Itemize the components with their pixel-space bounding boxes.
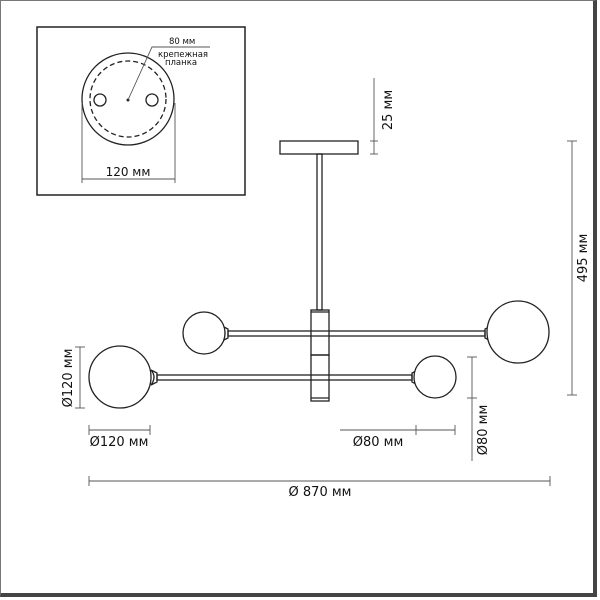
- screw-hole-right: [145, 93, 159, 107]
- globe-small-upper: [182, 311, 226, 355]
- canopy-height: 25 мм: [381, 90, 396, 130]
- dimensions: 25 мм 495 мм Ø120 мм Ø120 мм Ø80 мм Ø80 …: [61, 78, 591, 500]
- globe-large-lower: [88, 345, 152, 409]
- total-height: 495 мм: [576, 234, 591, 283]
- upper-arm: [227, 330, 486, 337]
- total-width: Ø 870 мм: [289, 485, 352, 500]
- large-globe-horizontal: Ø120 мм: [90, 435, 149, 450]
- hub-lower: [310, 354, 330, 402]
- large-globe-vertical: Ø120 мм: [61, 349, 76, 408]
- socket: [150, 369, 158, 386]
- canopy: [279, 140, 359, 155]
- lower-arm: [156, 374, 413, 381]
- hub-upper: [310, 309, 330, 356]
- canopy-outline: [81, 52, 175, 146]
- screw-hole-left: [93, 93, 107, 107]
- small-globe-vertical: Ø80 мм: [476, 405, 491, 456]
- canopy-inset: 80 мм крепежная планка 120 мм: [36, 26, 246, 196]
- globe-large-upper: [486, 300, 550, 364]
- leader-line: [127, 46, 210, 101]
- mount-plate-size: 80 мм: [169, 37, 195, 47]
- mount-plate-label-1: крепежная: [158, 50, 208, 60]
- mount-plate-label-2: планка: [165, 58, 197, 68]
- chandelier: [88, 140, 550, 409]
- stem: [316, 153, 323, 311]
- mount-plate-outline: [89, 60, 167, 138]
- globe-small-lower: [413, 355, 457, 399]
- small-globe-horizontal: Ø80 мм: [353, 435, 404, 450]
- canopy-diameter: 120 мм: [106, 165, 151, 179]
